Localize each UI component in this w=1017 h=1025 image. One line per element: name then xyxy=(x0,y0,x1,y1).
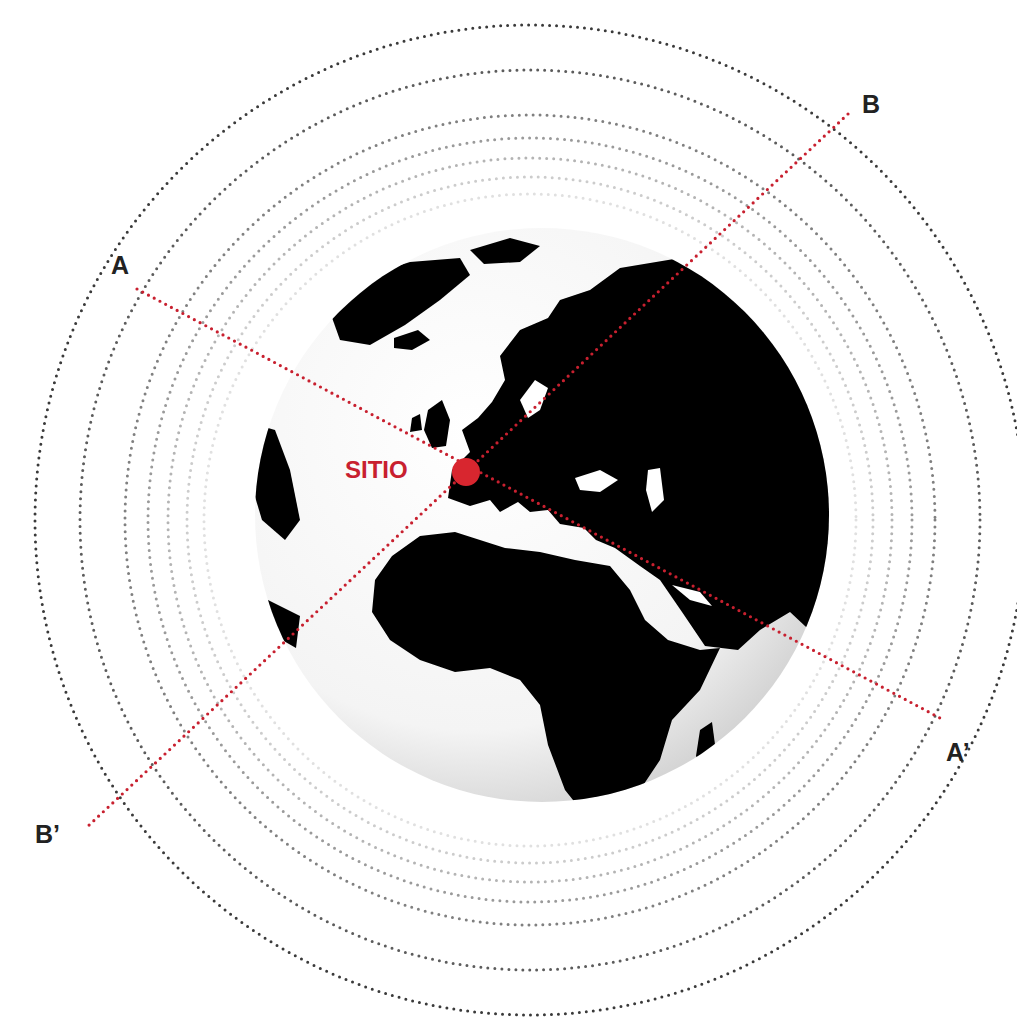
iceland xyxy=(394,330,430,350)
continents xyxy=(240,238,850,815)
range-ring xyxy=(80,70,980,970)
ireland xyxy=(410,414,422,432)
central-america xyxy=(268,600,300,648)
british-isles xyxy=(424,400,450,448)
madagascar xyxy=(696,722,716,772)
arctic-islands xyxy=(290,280,330,320)
section-line-a xyxy=(137,289,940,718)
section-lines xyxy=(86,114,940,828)
greenland xyxy=(330,258,470,345)
black-sea xyxy=(575,470,618,492)
site-marker xyxy=(452,458,480,486)
africa xyxy=(372,532,720,815)
range-ring xyxy=(148,138,912,902)
caspian-sea xyxy=(646,468,664,512)
section-letter: B’ xyxy=(35,822,60,847)
range-ring xyxy=(35,25,1017,1015)
range-rings xyxy=(35,25,1017,1015)
section-letter: B xyxy=(862,92,880,117)
persian-gulf xyxy=(672,585,712,606)
section-letter: A xyxy=(111,253,129,278)
range-ring xyxy=(125,115,935,925)
site-label: SITIO xyxy=(345,458,408,482)
range-ring xyxy=(204,194,856,846)
section-letter: A’ xyxy=(946,740,970,765)
north-america xyxy=(240,420,300,540)
range-ring xyxy=(168,158,892,882)
range-ring xyxy=(187,177,873,863)
arctic-islands xyxy=(470,238,540,264)
section-line-b xyxy=(86,114,848,828)
